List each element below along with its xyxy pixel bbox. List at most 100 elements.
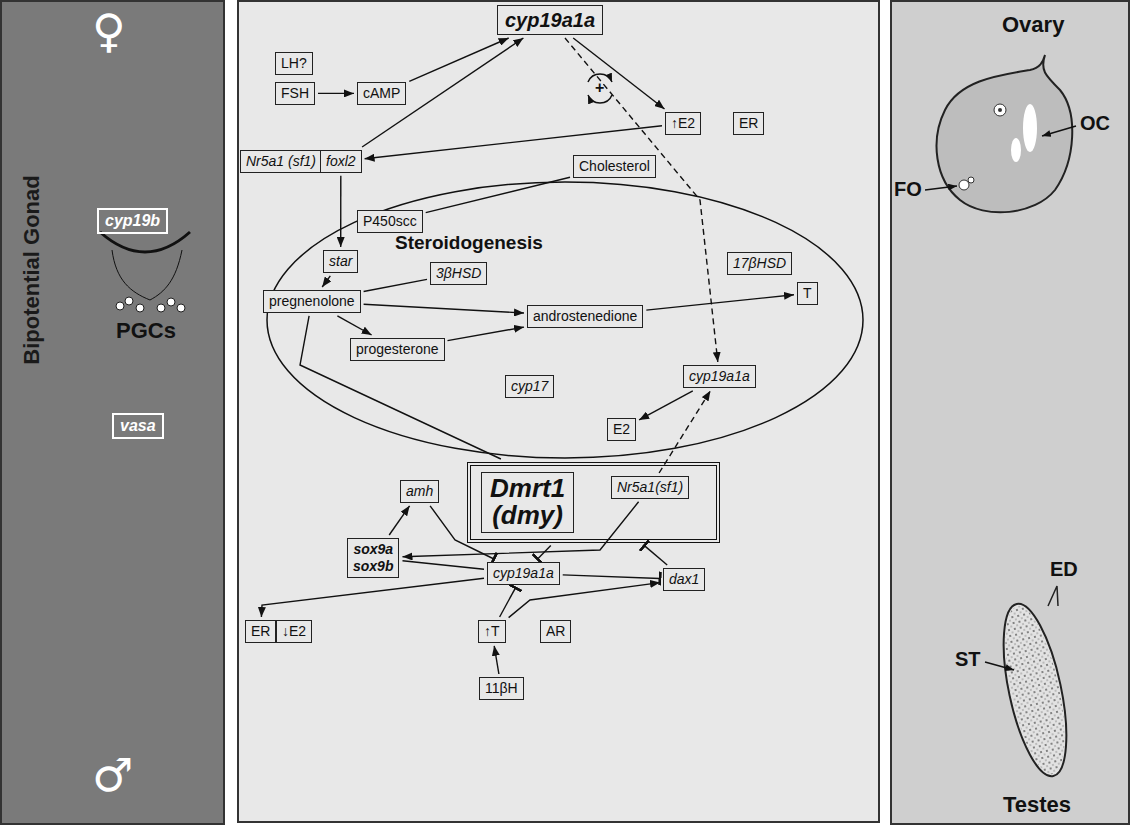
inhibition-connector: [500, 588, 516, 617]
activation-connector: [365, 126, 662, 159]
marker-gene-box: vasa: [112, 413, 164, 439]
inhibition-connector: [538, 546, 551, 559]
loop-arc: [588, 95, 612, 103]
gene-box: amh: [400, 480, 439, 503]
part-label: ED: [1050, 558, 1078, 581]
steroid-box: T: [797, 282, 818, 305]
gene-box: dax1: [663, 568, 705, 591]
node-label: ER: [251, 623, 270, 640]
activation-connector: [322, 276, 330, 287]
node-label: cyp19b: [105, 212, 160, 230]
oocyte: [994, 104, 1006, 116]
activation-connector: [509, 583, 660, 618]
inhibition-connector: [644, 546, 667, 565]
node-label: cyp19a1a: [493, 565, 554, 582]
organ-label: Testes: [1003, 792, 1071, 818]
node-label: 3βHSD: [436, 265, 481, 282]
activation-connector: [646, 295, 794, 310]
oocyte-area: [1011, 138, 1021, 162]
master-regulator-box: Dmrt1 (dmy) Nr5a1(sf1): [467, 462, 720, 543]
receptor-box: AR: [540, 620, 571, 643]
gene-box: cyp19a1a: [497, 5, 603, 35]
hormone-box: ↑T: [478, 620, 506, 643]
node-label: ER: [739, 115, 758, 132]
activation-connector: [494, 646, 499, 674]
activation-connector: [337, 316, 371, 335]
node-label: LH?: [281, 55, 307, 72]
node-label: 17βHSD: [733, 255, 786, 272]
inhibition-connector: [563, 575, 660, 579]
pgc-cell: [116, 302, 124, 310]
bipotential-gonad-figure: [100, 232, 190, 312]
activation-connector: [318, 93, 354, 94]
pgc-cell: [177, 304, 185, 312]
hormone-box: LH?: [275, 52, 313, 75]
gonad-panel: ♀Bipotential Gonad♂cyp19bvasa: [0, 0, 225, 825]
node-label: 11βH: [485, 680, 518, 697]
hormone-box: FSH: [275, 82, 315, 105]
node-label: foxl2: [326, 153, 356, 170]
enzyme-box: 11βH: [479, 677, 524, 700]
ellipse-line: [267, 182, 863, 458]
efferent-duct: [1048, 586, 1058, 606]
pgc-cell: [125, 297, 133, 305]
node-label: cAMP: [363, 85, 400, 102]
gene-box: cyp19a1a: [487, 562, 560, 585]
testis-outline: [991, 599, 1078, 782]
steroid-box: E2: [607, 418, 636, 441]
node-label: ↑T: [484, 623, 500, 640]
node-label: cyp17: [511, 378, 548, 395]
node-label: ↓E2: [282, 623, 306, 640]
figure-label: PGCs: [116, 318, 176, 344]
gonad-line: [150, 250, 182, 300]
activation-connector: [364, 279, 427, 291]
steroid-box: pregnenolone: [263, 290, 361, 313]
activation-connector: [403, 561, 485, 570]
enzyme-box: cyp17: [505, 375, 554, 398]
gene-box: sox9a sox9b: [347, 538, 399, 578]
marker-gene-box: cyp19b: [97, 208, 168, 234]
testis-figure: [985, 586, 1079, 781]
loop-sign: +: [595, 79, 604, 97]
enzyme-box: 17βHSD: [727, 252, 792, 275]
ovary-figure: [925, 55, 1076, 212]
pgc-cell: [157, 304, 165, 312]
node-label: cyp19a1a: [689, 368, 750, 385]
testis-texture: [994, 601, 1077, 779]
node-label: Steroidogenesis: [395, 232, 543, 254]
node-label: dax1: [669, 571, 699, 588]
enzyme-box: P450scc: [357, 210, 423, 233]
receptor-box: ER: [245, 620, 276, 643]
gene-box: Nr5a1(sf1): [611, 476, 689, 499]
activation-connector: [448, 327, 525, 341]
gene-box: star: [323, 250, 358, 273]
gene-box: Nr5a1 (sf1): [240, 150, 322, 173]
node-label: androstenedione: [533, 308, 637, 325]
node-label: Cholesterol: [579, 158, 650, 175]
node-label: Nr5a1(sf1): [617, 479, 683, 496]
activation-connector: [362, 38, 523, 147]
node-label: progesterone: [356, 341, 439, 358]
hormone-box: ↑E2: [665, 112, 701, 135]
follicle: [959, 180, 969, 190]
node-label: ♀: [92, 8, 126, 54]
activation-connector: [261, 578, 484, 617]
steroid-box: androstenedione: [527, 305, 643, 328]
node-label: Dmrt1 (dmy): [481, 472, 574, 533]
pgc-cell: [167, 298, 175, 306]
oocyte-nucleus: [998, 108, 1002, 112]
part-label: FO: [894, 178, 922, 201]
follicle: [968, 177, 974, 183]
enzyme-box: cyp19a1a: [683, 365, 756, 388]
leader-line: [1042, 126, 1076, 136]
messenger-box: cAMP: [357, 82, 406, 105]
receptor-box: ER: [733, 112, 764, 135]
node-label: Bipotential Gonad: [19, 175, 45, 364]
node-label: AR: [546, 623, 565, 640]
steroid-box: progesterone: [350, 338, 445, 361]
activation-connector: [364, 304, 524, 313]
activation-connector: [300, 316, 501, 459]
